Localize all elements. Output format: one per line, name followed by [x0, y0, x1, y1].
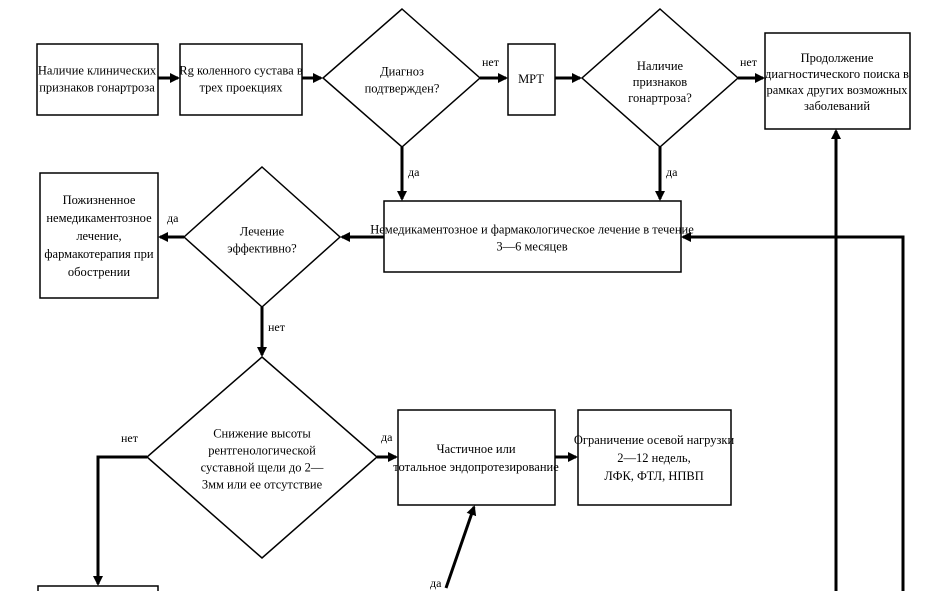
treatment-text-line: 3—6 месяцев — [496, 240, 567, 254]
diag-confirmed-text-line: подтвержден? — [365, 82, 440, 96]
signs-text-line: гонартроза? — [628, 91, 692, 105]
label-net-effective: нет — [268, 320, 286, 334]
continue-search-text-line: рамках других возможных — [766, 83, 908, 97]
diag-confirmed-text-line: Диагноз — [380, 65, 424, 79]
signs-text-line: признаков — [633, 75, 687, 89]
signs-text-line: Наличие — [637, 59, 684, 73]
continue-search-text-line: заболеваний — [804, 99, 870, 113]
height-diamond — [145, 356, 379, 559]
limit-text-line: ЛФК, ФТЛ, НПВП — [604, 469, 704, 483]
height-text-line: 3мм или ее отсутствие — [202, 478, 323, 492]
lifelong-text-line: фармакотерапия при — [44, 247, 153, 261]
lifelong-box — [39, 172, 159, 299]
limit-text-line: 2—12 недель, — [617, 451, 690, 465]
height-text-line: суставной щели до 2— — [201, 461, 324, 475]
label-da-signs: да — [666, 165, 678, 179]
treatment-box — [383, 200, 682, 273]
endo-box — [397, 409, 556, 506]
label-da-height: да — [381, 430, 393, 444]
rg-text-line: трех проекциях — [200, 81, 284, 95]
continue-search-text-line: Продолжение — [801, 51, 874, 65]
label-da-bottom: да — [430, 576, 442, 590]
effective-text-line: Лечение — [240, 225, 285, 239]
arrow-bottom-endo — [444, 505, 477, 589]
limit-box — [577, 409, 732, 506]
label-net-signs: нет — [740, 55, 758, 69]
label-da-diag: да — [408, 165, 420, 179]
bottom-box-partial — [37, 585, 159, 591]
symptoms-box — [36, 43, 159, 116]
continue-search-text-line: диагностического поиска в — [765, 67, 909, 81]
arrow-height-no-down — [93, 455, 147, 586]
height-text-line: Снижение высоты — [213, 427, 311, 441]
lifelong-text-line: немедикаментозное — [46, 211, 152, 225]
symptoms-text-line: Наличие клинических — [38, 64, 157, 78]
continue-search-box — [764, 32, 911, 130]
lifelong-text-line: обострении — [68, 265, 131, 279]
treatment-text-line: Немедикаментозное и фармакологическое ле… — [370, 223, 694, 237]
arrow-loop-treatment — [681, 232, 905, 591]
label-net-height: нет — [121, 431, 139, 445]
endo-text-line: тотальное эндопротезирование — [393, 460, 559, 474]
symptoms-text-line: признаков гонартроза — [39, 81, 155, 95]
endo-text-line: Частичное или — [436, 442, 515, 456]
rg-box — [179, 43, 303, 116]
limit-text-line: Ограничение осевой нагрузки — [574, 433, 735, 447]
lifelong-text-line: лечение, — [76, 229, 121, 243]
label-da-effective: да — [167, 211, 179, 225]
rg-text-line: Rg коленного сустава в — [179, 64, 303, 78]
height-text-line: рентгенологической — [208, 444, 316, 458]
effective-text-line: эффективно? — [227, 242, 297, 256]
mrt-text-line: МРТ — [518, 72, 544, 86]
label-net-diag: нет — [482, 55, 500, 69]
lifelong-text-line: Пожизненное — [63, 193, 136, 207]
